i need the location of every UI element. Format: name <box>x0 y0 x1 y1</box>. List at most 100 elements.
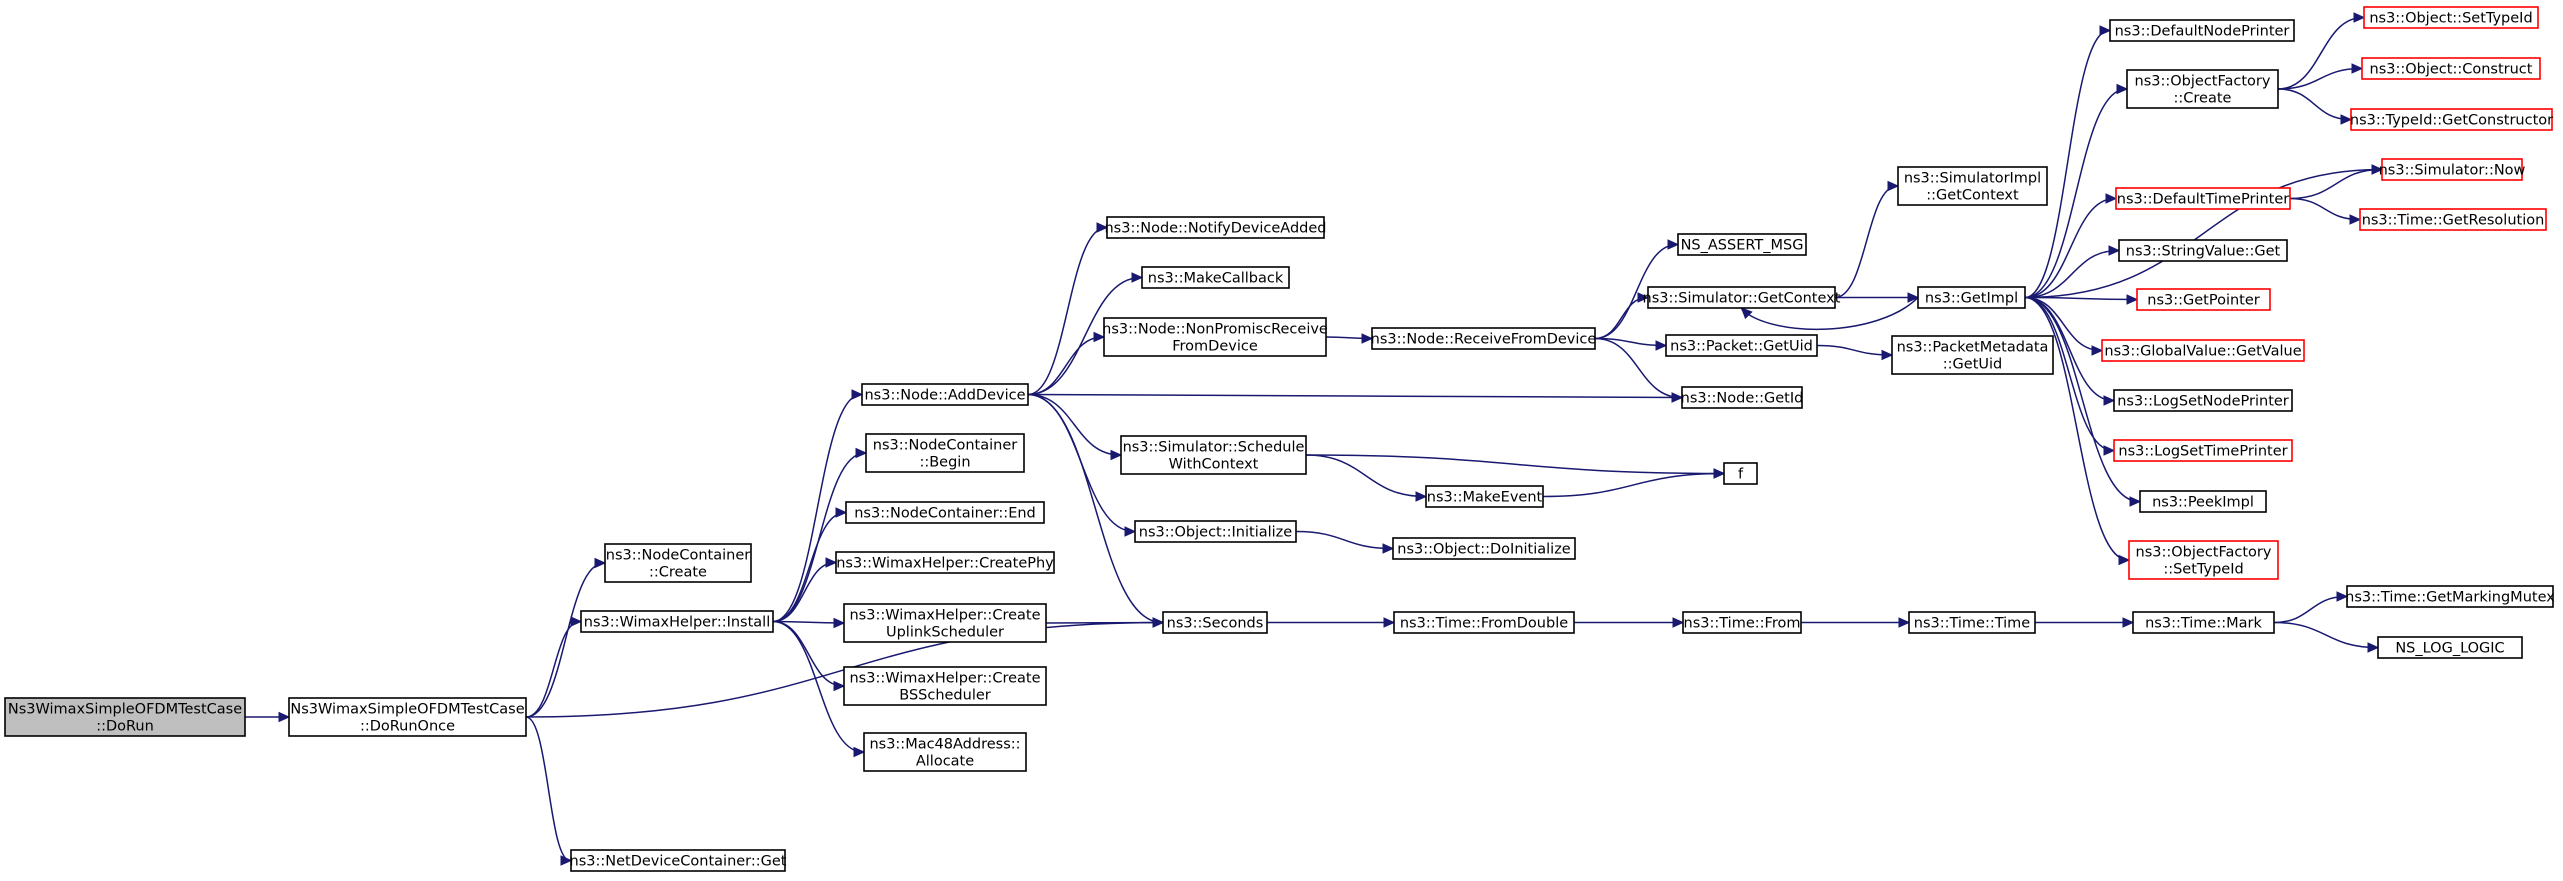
node-objinit[interactable]: ns3::Object::Initialize <box>1134 520 1297 543</box>
node-label: ns3::Time::From <box>1684 616 1801 632</box>
node-label: ns3::WimaxHelper::Install <box>584 615 770 631</box>
node-ofsettype[interactable]: ns3::ObjectFactory::SetTypeId <box>2128 540 2279 580</box>
node-gvgetvalue[interactable]: ns3::GlobalValue::GetValue <box>2101 339 2305 362</box>
node-adddevice[interactable]: ns3::Node::AddDevice <box>861 383 1029 406</box>
node-getctx[interactable]: ns3::Simulator::GetContext <box>1643 286 1841 309</box>
node-nslog[interactable]: NS_LOG_LOGIC <box>2377 636 2523 659</box>
node-pmgetuid[interactable]: ns3::PacketMetadata::GetUid <box>1891 335 2054 375</box>
node-label: ns3::Simulator::Schedule <box>1123 440 1305 456</box>
node-logsettime[interactable]: ns3::LogSetTimePrinter <box>2113 439 2293 462</box>
edge-arrowhead <box>1907 292 1920 303</box>
edge-line <box>1027 276 1142 396</box>
node-ofcreate[interactable]: ns3::ObjectFactory::Create <box>2126 69 2279 109</box>
node-fromdouble[interactable]: ns3::Time::FromDouble <box>1393 611 1575 634</box>
node-label: ns3::ObjectFactory <box>2136 545 2272 561</box>
node-box <box>1141 266 1290 289</box>
node-box <box>2363 6 2539 29</box>
node-getimpl[interactable]: ns3::GetImpl <box>1917 286 2026 309</box>
node-label: ns3::Simulator::Now <box>2379 163 2526 179</box>
node-label: ns3::GlobalValue::GetValue <box>2104 344 2301 360</box>
node-install[interactable]: ns3::WimaxHelper::Install <box>580 610 774 633</box>
node-nodegetid[interactable]: ns3::Node::GetId <box>1681 386 1804 409</box>
node-box <box>2361 57 2541 80</box>
node-box <box>1392 537 1576 560</box>
node-timemark[interactable]: ns3::Time::Mark <box>2132 611 2275 634</box>
node-box <box>843 666 1047 706</box>
edge-doruonce-to-install <box>525 616 583 718</box>
edge-arrowhead <box>855 447 868 459</box>
node-simnow[interactable]: ns3::Simulator::Now <box>2379 158 2526 181</box>
node-nccreate[interactable]: ns3::NodeContainer::Create <box>604 543 752 583</box>
node-dorun: Ns3WimaxSimpleOFDMTestCase::DoRun <box>4 697 246 737</box>
node-typeidctor[interactable]: ns3::TypeId::GetConstructor <box>2350 108 2553 131</box>
node-defnodeprinter[interactable]: ns3::DefaultNodePrinter <box>2109 19 2295 42</box>
node-seconds[interactable]: ns3::Seconds <box>1162 611 1268 634</box>
node-box <box>2381 158 2523 181</box>
node-box <box>1393 611 1575 634</box>
edge-arrowhead <box>825 557 838 568</box>
node-timetime[interactable]: ns3::Time::Time <box>1908 611 2036 634</box>
node-ncend[interactable]: ns3::NodeContainer::End <box>845 501 1045 524</box>
node-label: NS_LOG_LOGIC <box>2395 641 2504 657</box>
edge-adddevice-to-seconds <box>1027 393 1165 628</box>
edge-nonpromisc-to-recvfrom <box>1325 333 1374 344</box>
edge-arrowhead <box>1361 333 1374 344</box>
node-label: ns3::MakeCallback <box>1148 271 1284 287</box>
edge-recvfrom-to-getctx <box>1594 292 1650 340</box>
node-assertmsg[interactable]: NS_ASSERT_MSG <box>1677 233 1807 256</box>
node-label: ::Create <box>649 565 707 581</box>
edge-getimpl-to-logsettime <box>2024 296 2116 456</box>
node-doinit[interactable]: ns3::Object::DoInitialize <box>1392 537 1576 560</box>
node-label: ns3::Object::Initialize <box>1139 525 1292 541</box>
node-timefrom[interactable]: ns3::Time::From <box>1682 611 1802 634</box>
node-box <box>2113 439 2293 462</box>
node-makecb[interactable]: ns3::MakeCallback <box>1141 266 1290 289</box>
node-createphy[interactable]: ns3::WimaxHelper::CreatePhy <box>835 551 1055 574</box>
edge-arrowhead <box>1093 331 1106 343</box>
node-mac48[interactable]: ns3::Mac48Address::Allocate <box>863 732 1027 772</box>
edge-fromdouble-to-timefrom <box>1574 617 1685 628</box>
node-box <box>2350 108 2553 131</box>
node-box <box>835 551 1055 574</box>
node-ndcget[interactable]: ns3::NetDeviceContainer::Get <box>570 849 787 872</box>
edge-arrowhead <box>1713 468 1726 479</box>
node-getmutex[interactable]: ns3::Time::GetMarkingMutex <box>2345 585 2555 608</box>
node-label: ::GetUid <box>1943 357 2002 373</box>
node-getuid[interactable]: ns3::Packet::GetUid <box>1665 334 1818 357</box>
node-logsetnode[interactable]: ns3::LogSetNodePrinter <box>2113 389 2293 412</box>
node-label: ns3::NodeContainer::End <box>854 506 1036 522</box>
edge-arrowhead <box>2099 25 2112 36</box>
node-makeevent[interactable]: ns3::MakeEvent <box>1425 485 1544 508</box>
edge-install-to-mac48 <box>772 620 866 758</box>
node-label: ns3::Node::NotifyDeviceAdded <box>1104 221 1326 237</box>
edge-arrowhead <box>835 507 848 518</box>
node-objconstruct[interactable]: ns3::Object::Construct <box>2361 57 2541 80</box>
node-box <box>2136 288 2271 311</box>
node-f[interactable]: f <box>1723 462 1758 485</box>
node-getres[interactable]: ns3::Time::GetResolution <box>2359 208 2547 231</box>
node-simimplctx[interactable]: ns3::SimulatorImpl::GetContext <box>1897 166 2048 206</box>
node-box <box>2113 389 2293 412</box>
node-svget[interactable]: ns3::StringValue::Get <box>2118 239 2288 262</box>
edge-line <box>772 620 844 624</box>
node-label: ns3::Object::DoInitialize <box>1397 542 1571 558</box>
edge-adddevice-to-makecb <box>1027 272 1144 396</box>
edge-arrowhead <box>1667 239 1680 250</box>
node-doruonce[interactable]: Ns3WimaxSimpleOFDMTestCase::DoRunOnce <box>288 697 527 737</box>
node-ncbegin[interactable]: ns3::NodeContainer::Begin <box>865 433 1025 473</box>
edge-arrowhead <box>2126 294 2139 305</box>
node-getpointer[interactable]: ns3::GetPointer <box>2136 288 2271 311</box>
edge-getctx-to-simimplctx <box>1834 180 1900 299</box>
node-notify[interactable]: ns3::Node::NotifyDeviceAdded <box>1104 216 1327 239</box>
node-peekimpl[interactable]: ns3::PeekImpl <box>2139 490 2267 513</box>
edge-arrowhead <box>1672 617 1685 628</box>
edge-arrowhead <box>2091 345 2104 356</box>
node-recvfrom[interactable]: ns3::Node::ReceiveFromDevice <box>1371 327 1597 350</box>
node-objsettype[interactable]: ns3::Object::SetTypeId <box>2363 6 2539 29</box>
node-box <box>288 697 527 737</box>
node-deftimeprinter[interactable]: ns3::DefaultTimePrinter <box>2115 187 2291 210</box>
